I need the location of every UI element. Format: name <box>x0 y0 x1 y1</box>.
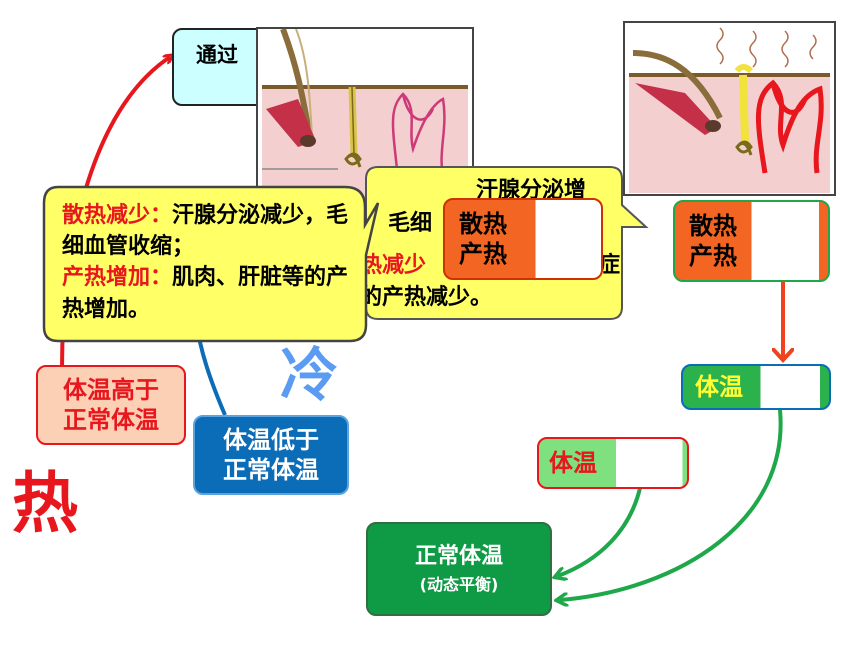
cold-box-line1: 体温低于 <box>223 426 319 454</box>
bubble-front-text2: 肌肉、肝脏等的产热增加。 <box>62 265 349 322</box>
status-box-right: 散热 产热 <box>673 200 830 282</box>
cold-box-line2: 正常体温 <box>223 456 319 484</box>
temperature-right-text: 体温 <box>695 373 743 401</box>
normal-box-line1: 正常体温 <box>414 544 503 570</box>
cold-temperature-box: 体温低于 正常体温 <box>193 415 349 495</box>
cold-char: 冷 <box>280 341 339 409</box>
bubble-front-text1: 汗腺分泌减少，毛细血管收缩； <box>62 203 349 260</box>
temperature-box-right: 体温 <box>681 364 831 410</box>
status-middle-line1: 散热 <box>459 210 507 238</box>
status-right-line2: 产热 <box>689 242 737 270</box>
bubble-back-frag3: 症 <box>598 253 621 278</box>
bubble-back-text-3: 热减少 <box>360 250 426 281</box>
temperature-left-text: 体温 <box>549 449 597 477</box>
bubble-back-label-frag: 热减少 <box>360 253 427 278</box>
skin-illustration-hot <box>623 21 836 196</box>
bubble-back-text-5: 的产热减少。 <box>360 282 492 313</box>
top-box-text: 通过 <box>196 43 238 67</box>
bubble-back-frag4: 的产热减少。 <box>360 285 493 310</box>
hot-box-line1: 体温高于 <box>63 376 159 404</box>
arrow-temp-right-to-normal <box>560 409 783 600</box>
bubble-front-label2: 产热增加： <box>62 265 173 291</box>
hot-temperature-box: 体温高于 正常体温 <box>36 365 186 445</box>
bubble-front-shape <box>42 185 380 343</box>
bubble-back-text-4: 症 <box>598 250 620 281</box>
status-middle-line2: 产热 <box>459 240 507 268</box>
skin-hot-drawing <box>629 27 830 193</box>
status-box-middle: 散热 产热 <box>443 198 603 280</box>
bubble-front-label1: 散热减少： <box>62 203 173 228</box>
bubble-front-text: 散热减少：汗腺分泌减少，毛细血管收缩； 产热增加：肌肉、肝脏等的产热增加。 <box>62 200 354 325</box>
bubble-back-frag2: 毛细 <box>388 211 433 236</box>
normal-box-line2: (动态平衡) <box>419 574 499 594</box>
hot-char: 热 <box>12 465 78 542</box>
arrow-temp-left-to-normal <box>558 487 642 576</box>
temperature-box-left: 体温 <box>537 437 689 489</box>
hot-box-line2: 正常体温 <box>63 406 159 434</box>
skin-illustration-cold <box>256 27 474 202</box>
normal-temperature-box: 正常体温 (动态平衡) <box>366 522 552 616</box>
bubble-back-text-2: 毛细 <box>388 208 432 239</box>
status-right-line1: 散热 <box>689 212 737 240</box>
